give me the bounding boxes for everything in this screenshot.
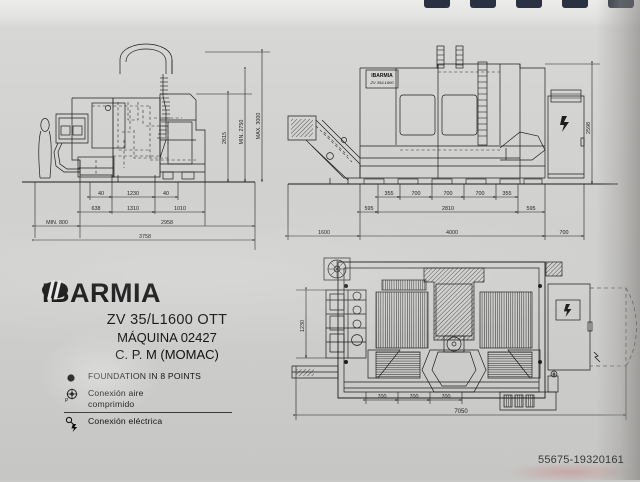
customer-code: C. P. M (MOMAC) [115,347,219,362]
filled-dot-icon [64,371,79,385]
dim-text: 1600 [318,230,330,236]
front-elevation-geometry [287,45,618,185]
legend-label-line1: Conexión aire [88,388,144,398]
dim-text: 40 [163,191,169,197]
side-elevation-dimensions [32,49,270,250]
dim-text: 700 [442,394,451,400]
legend-item-air-connection: P Conexión aire comprimido [64,388,292,409]
dim-text: 595 [527,206,536,212]
machine-nameplate-model: ZV 35/L1600 [370,80,395,85]
air-connection-icon: P [64,388,79,403]
dim-text: 1310 [127,206,139,212]
machine-nameplate-brand: IBARMIA [371,73,393,79]
side-elevation-geometry [22,43,255,183]
dim-text: 2810 [442,206,454,212]
side-elevation-hidden-lines [92,102,196,176]
dim-text: 4000 [446,230,458,236]
front-elevation-dimensions [285,61,600,240]
legend-item-electrical-connection: Conexión eléctrica [64,416,292,432]
dim-text: 355 [385,191,394,197]
dim-text: 700 [410,394,419,400]
binder-hole [424,0,450,8]
binder-hole [516,0,542,8]
dim-text: MAX. 3000 [256,113,262,140]
dim-text: 2615 [222,132,228,144]
legend-label: FOUNDATION IN 8 POINTS [88,371,202,381]
machine-number: MÁQUINA 02427 [117,330,217,345]
binder-hole [470,0,496,8]
legend-item-foundation: FOUNDATION IN 8 POINTS [64,371,292,385]
dim-text: 700 [378,394,387,400]
electrical-connection-icon [64,416,79,432]
dim-text: MIN. 800 [46,220,68,226]
dim-text: 7050 [454,409,468,415]
brand-row: IBARMIA [42,278,292,309]
binder-hole [562,0,588,8]
dim-text: 1230 [127,191,139,197]
plan-view-geometry [291,257,637,411]
legend-label: Conexión eléctrica [88,416,163,426]
dim-text: 2958 [161,220,173,226]
dim-text: MIN. 2750 [239,120,245,145]
dimension-text-layer: 40 1230 40 638 1310 1010 MIN. 800 2958 3… [46,73,592,415]
dim-text: 2598 [586,122,592,134]
dim-text: 700 [412,191,421,197]
legend-divider [64,412,232,413]
dim-text: 355 [503,191,512,197]
dim-text: 595 [365,206,374,212]
dim-text: 40 [98,191,104,197]
dim-text: 1230 [300,320,306,332]
legend-label: Conexión aire comprimido [88,388,144,409]
svg-text:P: P [65,398,69,403]
dim-text: 3758 [139,234,151,240]
legend-label-line2: comprimido [88,398,135,409]
dim-text: 700 [560,230,569,236]
dim-text: 1010 [174,206,186,212]
dim-text: 700 [444,191,453,197]
dim-text: 700 [476,191,485,197]
front-elevation-hidden-lines [315,71,500,163]
legend: FOUNDATION IN 8 POINTS P Conexión aire c… [42,371,292,432]
model-designation: ZV 35/L1600 OTT [106,312,228,328]
ibarmia-logo-icon [42,280,68,300]
title-block: IBARMIA ZV 35/L1600 OTT MÁQUINA 02427 C.… [42,278,292,433]
catalog-id-number: 55675-19320161 [538,454,624,466]
dim-text: 638 [92,206,101,212]
